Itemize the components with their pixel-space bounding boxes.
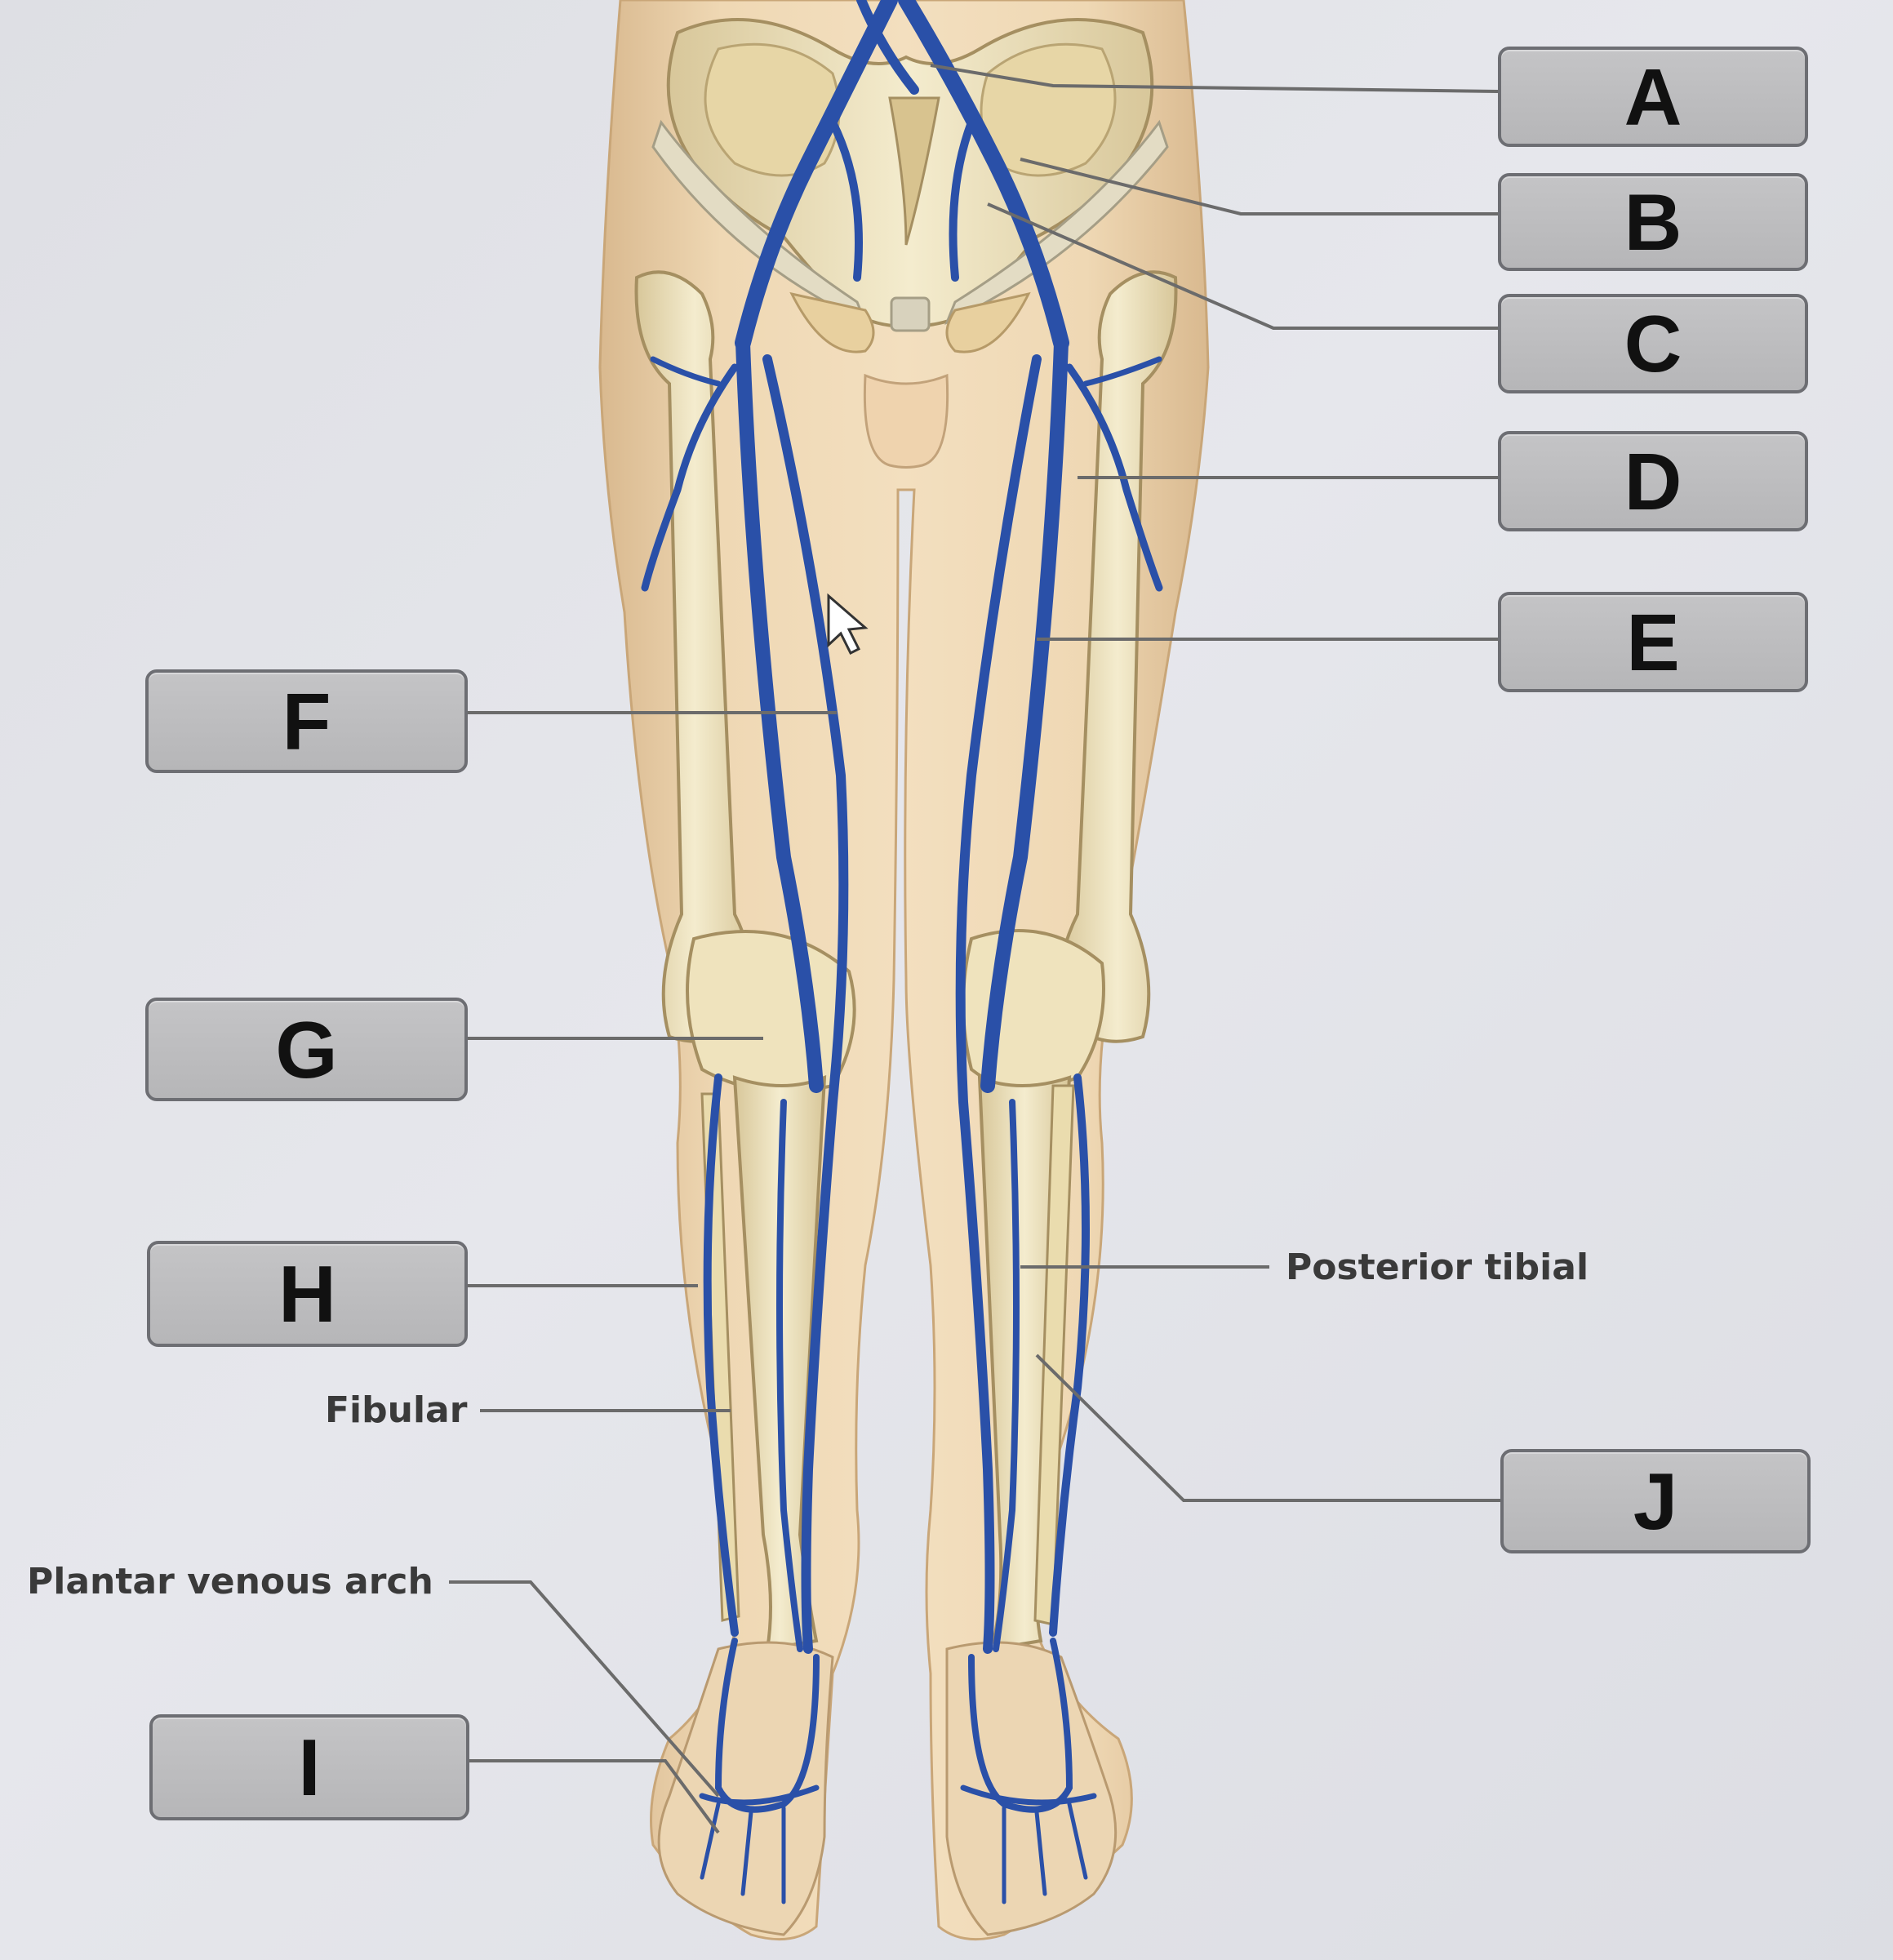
label-fibular: Fibular	[325, 1389, 468, 1431]
foot-left	[657, 1641, 834, 1936]
answer-box-c-letter: C	[1624, 299, 1682, 389]
answer-box-e[interactable]: E	[1498, 592, 1808, 692]
answer-box-g-letter: G	[275, 1004, 338, 1095]
label-plantar-venous-arch: Plantar venous arch	[27, 1561, 433, 1602]
leader-line-i	[469, 1759, 720, 1834]
leader-lines	[449, 64, 1500, 1834]
answer-box-h-letter: H	[278, 1249, 336, 1339]
answer-box-f-letter: F	[282, 676, 331, 767]
answer-box-a-letter: A	[1624, 51, 1682, 142]
answer-box-i-letter: I	[298, 1722, 321, 1812]
answer-box-j[interactable]: J	[1500, 1449, 1811, 1553]
answer-box-b[interactable]: B	[1498, 173, 1808, 271]
answer-box-j-letter: J	[1633, 1456, 1678, 1546]
answer-box-c[interactable]: C	[1498, 294, 1808, 393]
leader-line-plantar	[449, 1580, 720, 1798]
vein-network	[641, 0, 1163, 1904]
leader-line-a	[930, 64, 1499, 93]
foot-right	[945, 1641, 1118, 1936]
mouse-cursor-icon	[827, 593, 869, 656]
answer-box-i[interactable]: I	[149, 1714, 469, 1820]
leader-line-b	[1020, 158, 1498, 216]
answer-box-d-letter: D	[1624, 436, 1682, 527]
pelvis-bone	[651, 18, 1169, 469]
answer-box-g[interactable]: G	[145, 998, 468, 1101]
answer-box-a[interactable]: A	[1498, 47, 1808, 147]
answer-box-f[interactable]: F	[145, 669, 468, 773]
answer-box-b-letter: B	[1624, 177, 1682, 267]
answer-box-d[interactable]: D	[1498, 431, 1808, 531]
knee-left	[686, 930, 856, 1093]
label-posterior-tibial: Posterior tibial	[1286, 1247, 1589, 1288]
answer-box-e-letter: E	[1626, 597, 1680, 687]
answer-box-h[interactable]: H	[147, 1241, 468, 1347]
leader-line-j	[1035, 1353, 1500, 1502]
leader-line-c	[987, 202, 1498, 330]
